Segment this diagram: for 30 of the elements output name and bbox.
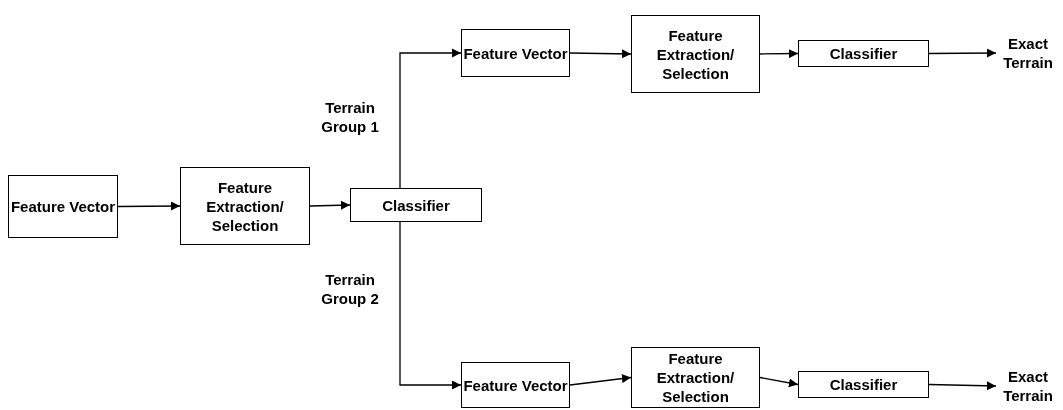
process-box [350, 188, 482, 222]
process-box [461, 29, 570, 77]
box-text: Classifier [829, 375, 898, 394]
arrow [569, 49, 632, 59]
arrow [928, 381, 997, 391]
process-box [180, 167, 310, 245]
arrow [117, 201, 181, 211]
process-box [798, 40, 929, 67]
box-text: Feature Extraction/ Selection [655, 25, 736, 83]
box-text: Classifier [829, 44, 898, 63]
arrow [399, 48, 462, 189]
arrow [759, 49, 799, 59]
process-box [631, 15, 760, 93]
box-text: Feature Vector [10, 197, 116, 216]
box-text: Feature Vector [463, 375, 568, 395]
box-text: Classifier [382, 195, 450, 215]
output-label: Exact Terrain [1002, 367, 1054, 405]
arrow [569, 374, 632, 386]
box-text: Feature Vector [463, 43, 568, 63]
arrow [399, 221, 462, 390]
arrow [928, 48, 997, 58]
box-text: Feature Extraction/ Selection [655, 349, 736, 406]
box-text: Feature Extraction/ Selection [205, 177, 285, 235]
arrow [309, 200, 351, 210]
arrow [759, 376, 799, 388]
output-label: Exact Terrain [1002, 34, 1054, 72]
process-box [8, 175, 118, 238]
process-box [798, 371, 929, 398]
process-box [461, 362, 570, 408]
process-box [631, 347, 760, 408]
